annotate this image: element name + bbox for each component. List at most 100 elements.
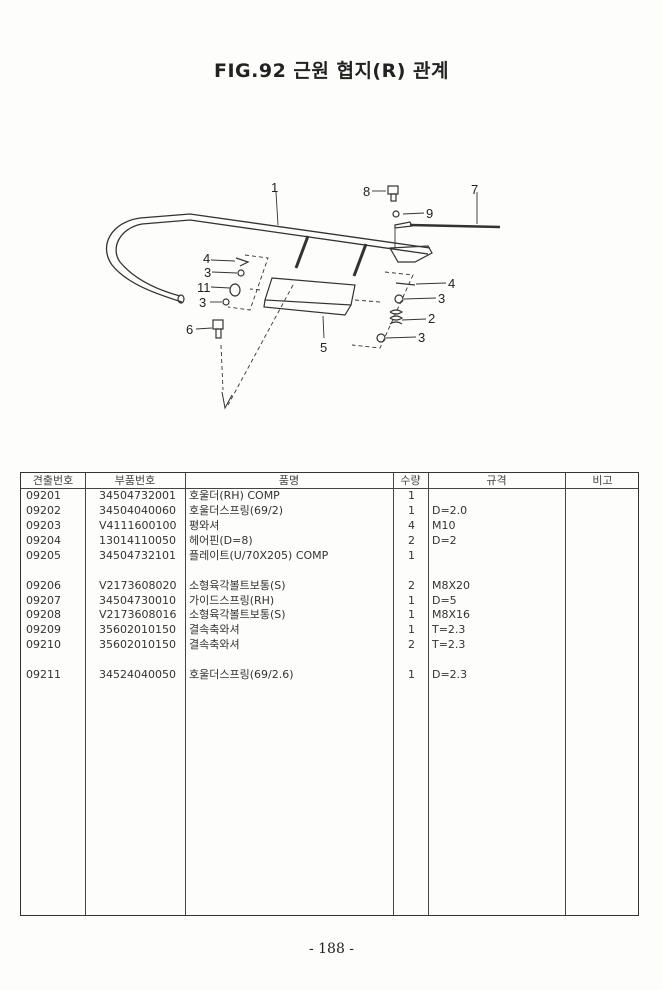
callout-2: 2	[428, 311, 435, 326]
quantity-cell: 1	[408, 549, 415, 562]
part-no-cell: 35602010150	[99, 638, 176, 651]
table-row: 09205 34504732101 플레이트(U/70X205) COMP 1	[21, 549, 638, 563]
quantity-cell: 1	[408, 668, 415, 681]
ref-no-cell: 09210	[26, 638, 61, 651]
ref-no-cell: 09201	[26, 489, 61, 502]
callout-3: 3	[438, 291, 445, 306]
bolt-6	[212, 319, 224, 339]
callout-8: 8	[363, 184, 370, 199]
quantity-cell: 2	[408, 579, 415, 592]
part-no-cell: 35602010150	[99, 623, 176, 636]
quantity-cell: 1	[408, 608, 415, 621]
washer-9	[392, 210, 400, 218]
part-name-cell: 플레이트(U/70X205) COMP	[189, 549, 329, 562]
callout-1: 1	[271, 180, 278, 195]
parts-table: 견출번호 부품번호 품명 수량 규격 비고 09201 34504732001 호울…	[20, 472, 639, 916]
callout-leaders	[195, 190, 478, 339]
table-row: 09203 V4111600100 평와셔 4 M10	[21, 519, 638, 533]
callout-6: 6	[186, 322, 193, 337]
part-name-cell: 소형육각볼트보통(S)	[189, 608, 286, 621]
quantity-cell: 1	[408, 623, 415, 636]
table-row: 09202 34504040060 호울더스프링(69/2) 1 D=2.0	[21, 504, 638, 518]
header-remarks: 비고	[592, 474, 613, 487]
spec-cell: T=2.3	[432, 638, 466, 651]
header-part-name: 품명	[278, 474, 300, 487]
part-name-cell: 헤어핀(D=8)	[189, 534, 253, 547]
right-parts	[376, 282, 416, 343]
ref-no-cell: 09209	[26, 623, 61, 636]
spec-cell: M8X16	[432, 608, 471, 621]
ref-no-cell: 09205	[26, 549, 61, 562]
header-qty: 수량	[400, 474, 421, 487]
callout-11: 11	[197, 280, 211, 295]
part-name-cell: 호울더스프링(69/2)	[189, 504, 284, 517]
part-name-cell: 호울더(RH) COMP	[189, 489, 280, 502]
spec-cell: D=5	[432, 594, 457, 607]
quantity-cell: 4	[408, 519, 415, 532]
guide-rod	[394, 221, 501, 229]
quantity-cell: 1	[408, 594, 415, 607]
quantity-cell: 2	[408, 638, 415, 651]
callout-4: 4	[203, 251, 210, 266]
ref-no-cell: 09204	[26, 534, 61, 547]
ref-no-cell: 09208	[26, 608, 61, 621]
spec-cell: D=2.3	[432, 668, 468, 681]
table-row: 09208 V2173608016 소형육각볼트보통(S) 1 M8X16	[21, 608, 638, 622]
part-no-cell: 13014110050	[99, 534, 176, 547]
part-name-cell: 평와셔	[189, 519, 220, 532]
header-ref-no: 견출번호	[32, 474, 74, 487]
figure-title: FIG.92 근원 협지(R) 관계	[213, 60, 450, 82]
holder-tube	[106, 213, 431, 304]
quantity-cell: 1	[408, 504, 415, 517]
part-no-cell: V2173608016	[99, 608, 177, 621]
plate	[263, 277, 356, 316]
ref-no-cell: 09206	[26, 579, 61, 592]
spec-cell: M10	[432, 519, 456, 532]
callout-3: 3	[204, 265, 211, 280]
spec-cell: D=2	[432, 534, 457, 547]
spec-cell: T=2.3	[432, 623, 466, 636]
table-row: 09210 35602010150 결속축와셔 2 T=2.3	[21, 638, 638, 652]
pins	[294, 235, 368, 277]
callout-3: 3	[418, 330, 425, 345]
callout-7: 7	[471, 182, 478, 197]
part-no-cell: 34504730010	[99, 594, 176, 607]
left-parts	[222, 257, 250, 306]
page-number: - 188 -	[308, 941, 355, 957]
part-no-cell: V2173608020	[99, 579, 177, 592]
ref-no-cell: 09211	[26, 668, 61, 681]
table-row: 09211 34524040050 호울더스프링(69/2.6) 1 D=2.3	[21, 668, 638, 682]
callout-3: 3	[199, 295, 206, 310]
exploded-parts-diagram: 1 2 3 3 3 3 4 4 5 6 7 8 9 11	[106, 180, 501, 410]
header-part-no: 부품번호	[114, 474, 156, 487]
dashed-assembly-lines	[220, 254, 414, 406]
spec-cell: M8X20	[432, 579, 471, 592]
ref-no-cell: 09203	[26, 519, 61, 532]
part-name-cell: 소형육각볼트보통(S)	[189, 579, 286, 592]
header-spec: 규격	[486, 474, 507, 487]
holder-bracket	[388, 245, 433, 263]
callout-9: 9	[426, 206, 433, 221]
part-name-cell: 결속축와셔	[189, 623, 240, 636]
part-no-cell: V4111600100	[99, 519, 177, 532]
quantity-cell: 2	[408, 534, 415, 547]
callout-5: 5	[320, 340, 327, 355]
part-name-cell: 결속축와셔	[189, 638, 240, 651]
table-row: 09207 34504730010 가이드스프링(RH) 1 D=5	[21, 594, 638, 608]
ref-no-cell: 09202	[26, 504, 61, 517]
part-name-cell: 가이드스프링(RH)	[189, 594, 275, 607]
spec-cell: D=2.0	[432, 504, 468, 517]
table-row: 09209 35602010150 결속축와셔 1 T=2.3	[21, 623, 638, 637]
part-no-cell: 34504040060	[99, 504, 176, 517]
table-row: 09206 V2173608020 소형육각볼트보통(S) 2 M8X20	[21, 579, 638, 593]
bolt-8	[387, 185, 399, 202]
callout-4: 4	[448, 276, 455, 291]
table-row: 09204 13014110050 헤어핀(D=8) 2 D=2	[21, 534, 638, 548]
ref-no-cell: 09207	[26, 594, 61, 607]
part-name-cell: 호울더스프링(69/2.6)	[189, 668, 294, 681]
part-no-cell: 34504732101	[99, 549, 176, 562]
part-no-cell: 34504732001	[99, 489, 176, 502]
part-no-cell: 34524040050	[99, 668, 176, 681]
